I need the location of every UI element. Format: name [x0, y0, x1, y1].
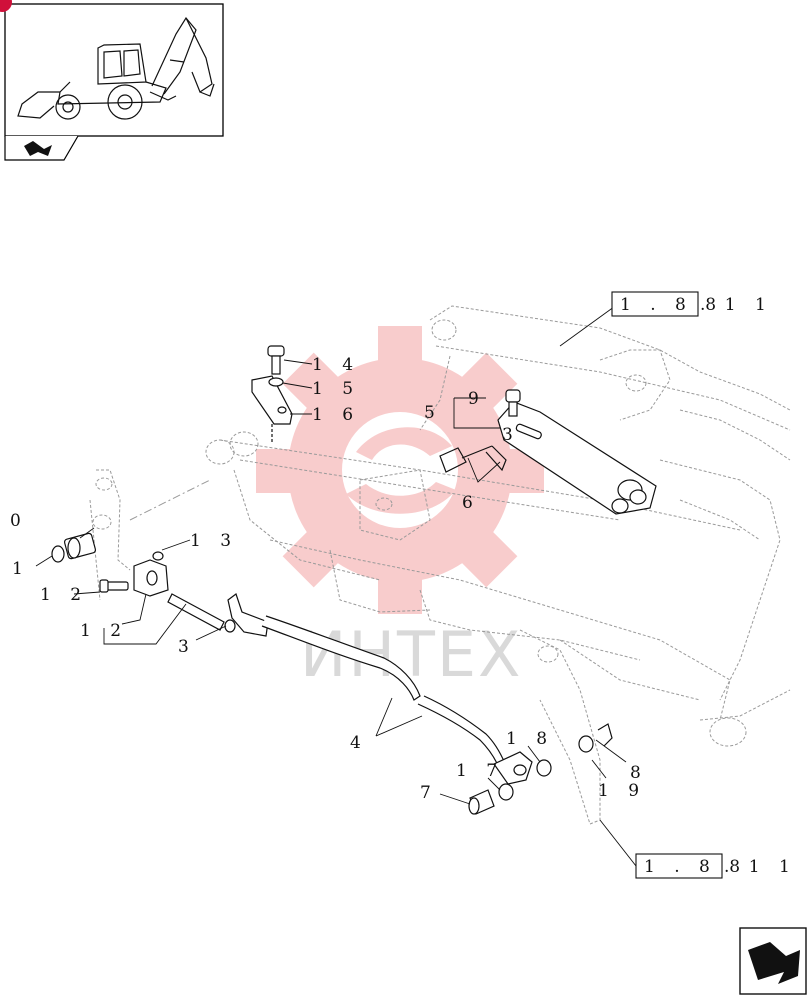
ref-bottom-box-text: 1 . 8 8	[644, 857, 747, 877]
callout-17[interactable]: 1 7	[456, 761, 504, 781]
lynch-pin-6	[439, 445, 507, 473]
ref-top-box-text: 1 . 8 8	[620, 295, 723, 315]
callout-19[interactable]: 1 9	[598, 781, 646, 801]
callout-0[interactable]: 0	[10, 511, 28, 531]
callout-18[interactable]: 1 8	[506, 729, 554, 749]
watermark	[256, 326, 544, 614]
callout-6[interactable]: 6	[462, 493, 480, 513]
leader-lines	[35, 303, 637, 867]
clamp-12	[99, 559, 169, 597]
washer-15	[268, 377, 284, 387]
washer-19	[578, 735, 594, 753]
callout-3-top[interactable]: 3	[502, 425, 520, 445]
callout-1[interactable]: 1	[12, 559, 30, 579]
link-arm-5	[497, 401, 657, 515]
callout-9[interactable]: 9	[468, 389, 486, 409]
pivot-bracket	[251, 375, 293, 444]
callout-12[interactable]: 1 2	[40, 585, 88, 605]
callout-5[interactable]: 5	[424, 403, 442, 423]
bolt-14	[267, 345, 285, 375]
next-page-arrow-icon	[748, 942, 800, 984]
washer-11	[51, 545, 65, 563]
callout-15[interactable]: 1 5	[312, 379, 360, 399]
callout-7[interactable]: 7	[420, 783, 438, 803]
callout-4[interactable]: 4	[350, 733, 368, 753]
clip-8	[597, 723, 613, 747]
frame-outline	[89, 305, 791, 825]
callout-8[interactable]: 8	[630, 763, 648, 783]
ref-box-bottom[interactable]: 1 . 8 8 . 1 1	[635, 853, 797, 879]
callout-3[interactable]: 3	[178, 637, 196, 657]
shaft-3	[167, 593, 225, 631]
nav-arrow-icon	[24, 141, 52, 156]
ref-top-suffix: . 1 1	[700, 295, 773, 315]
ref-bottom-suffix: . 1 1	[724, 857, 797, 877]
control-rod-4	[227, 593, 533, 785]
washer-3	[224, 619, 236, 633]
callout-14[interactable]: 1 4	[312, 355, 360, 375]
thumbnail-frame[interactable]	[0, 0, 224, 161]
next-page-button[interactable]	[739, 927, 807, 995]
washer-18	[536, 759, 552, 777]
washer-17	[498, 783, 514, 801]
callout-16[interactable]: 1 6	[312, 405, 360, 425]
bushing-10	[63, 532, 97, 560]
nav-tab[interactable]	[4, 135, 79, 161]
callout-13[interactable]: 1 3	[190, 531, 238, 551]
backhoe-loader-thumbnail	[17, 16, 215, 120]
callout-12b[interactable]: 1 2	[80, 621, 128, 641]
clip-13	[152, 551, 164, 561]
pin-7	[468, 789, 495, 815]
ref-box-top[interactable]: 1 . 8 8 . 1 1	[611, 291, 773, 317]
pin-9	[505, 389, 521, 417]
corner-marker-icon	[0, 0, 12, 12]
